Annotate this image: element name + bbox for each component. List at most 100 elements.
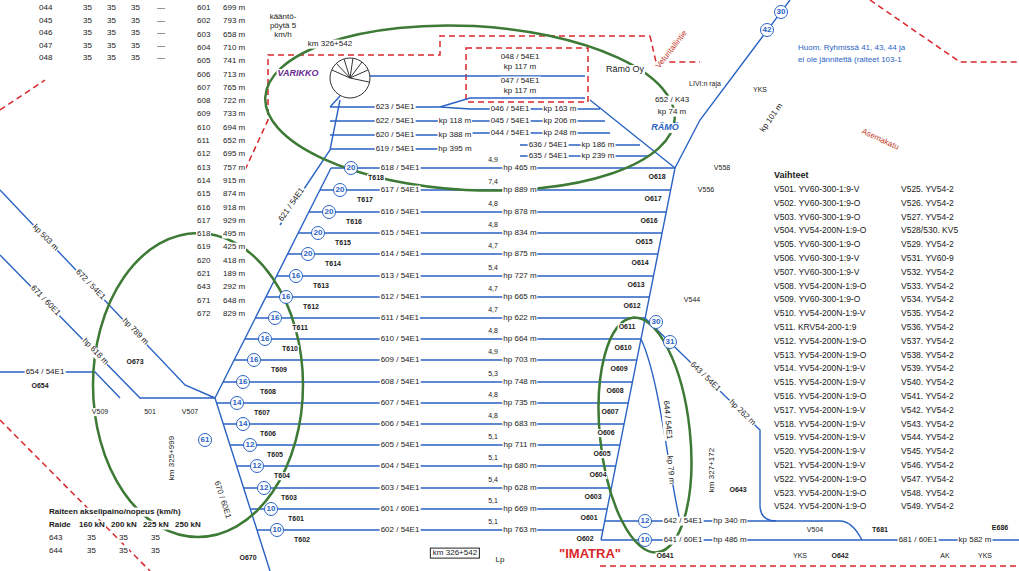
switch-list-entry: V529. YV54-2 (900, 241, 955, 250)
switch-list-entry: V523. YV54-200N-1:9-O (773, 489, 867, 498)
signal-name: O612 (622, 302, 641, 310)
load-table-cell: 35 (106, 29, 117, 38)
track-number-circle: 12 (257, 481, 271, 495)
track-length-entry: 613 (196, 163, 211, 172)
track-length-entry: 713 m (222, 70, 246, 79)
track-name: 642 / 54E1 (663, 517, 704, 526)
track-name: 045 / 54E1 (490, 117, 531, 126)
switch-list-entry: V537. YV54-2 (900, 337, 955, 346)
switch-name: V544 (683, 296, 701, 304)
marker: YKS (792, 552, 808, 560)
switch-list-entry: V543. YV54-2 (900, 420, 955, 429)
switch-list-entry: V549. YV54-2 (900, 503, 955, 512)
switch-list-heading: Vaihteet (773, 171, 810, 181)
signal-name: O604 (588, 471, 607, 479)
signal-name: O608 (605, 387, 624, 395)
axle-load-table-cell: 200 kN (110, 521, 138, 530)
load-table-cell: 35 (130, 29, 141, 38)
track-value: 4,8 (487, 327, 499, 335)
track-number-circle: 20 (344, 161, 358, 175)
track-name: 601 / 60E1 (380, 505, 421, 514)
track-length-entry: 189 m (222, 270, 246, 279)
track-number: 16 (271, 314, 280, 322)
track-number-circle: 31 (663, 335, 677, 349)
track-length-entry: 618 (196, 230, 211, 239)
track-number-circle: 42 (760, 23, 774, 37)
load-table-cell: — (156, 16, 166, 25)
switch-list-entry: V535. YV54-2 (900, 310, 955, 319)
track-number: 10 (641, 536, 650, 544)
track-length-entry: 425 m (222, 243, 246, 252)
switch-list-entry: V547. YV54-2 (900, 475, 955, 484)
track-length: hp 735 m (502, 399, 537, 408)
signal-name: T603 (280, 494, 298, 502)
track-number: 30 (652, 318, 661, 326)
signal-name: O614 (630, 259, 649, 267)
track-length-entry: 643 (196, 283, 211, 292)
track-value: 5,1 (487, 433, 499, 441)
track-number: 42 (763, 26, 772, 34)
track-number-circle: 30 (774, 5, 788, 19)
signal-name: O606 (596, 429, 615, 437)
track-name: 616 / 54E1 (380, 208, 421, 217)
load-table-cell: 35 (106, 16, 117, 25)
track-number: 30 (777, 8, 786, 16)
track-number: 20 (314, 229, 323, 237)
track-length: hp 669 m (502, 505, 537, 514)
signal-name: T681 (871, 526, 889, 534)
track-length-entry: 918 m (222, 203, 246, 212)
track-length-entry: 694 m (222, 123, 246, 132)
switch-list-entry: V538. YV54-2 (900, 351, 955, 360)
track-name: 046 / 54E1 (490, 105, 531, 114)
track-value: 5,1 (487, 518, 499, 526)
track-value: 4,8 (487, 221, 499, 229)
area-boundary (600, 565, 1019, 567)
switch-name: V556 (697, 186, 715, 194)
track-number-circle: 12 (638, 514, 652, 528)
track-length-entry: 671 (196, 296, 211, 305)
track-name: 619 / 54E1 (375, 145, 416, 154)
axle-load-table-cell: 35 (86, 547, 97, 556)
signal-name: O670 (238, 554, 257, 562)
track-number-circle: 20 (322, 205, 336, 219)
load-table-cell: 35 (106, 4, 117, 13)
kilometre-mark: km 325+999 (168, 435, 177, 481)
track-length-entry: 604 (196, 43, 211, 52)
track-length-entry: 603 (196, 30, 211, 39)
track-number-circle: 14 (230, 396, 244, 410)
switch-list-entry: V545. YV54-2 (900, 448, 955, 457)
track-length-entry: 741 m (222, 57, 246, 66)
track-length: hp 622 m (502, 314, 537, 323)
switch-list-entry: V513. YV54-200N-1:9-O (773, 351, 867, 360)
switch-list-entry: V548. YV54-2 (900, 489, 955, 498)
track-length-entry: 615 (196, 190, 211, 199)
track-length-entry: 722 m (222, 97, 246, 106)
signal-name: O642 (830, 552, 849, 560)
track-length: hp 486 m (712, 536, 747, 545)
turntable-spokes (332, 58, 369, 82)
load-table-cell: — (156, 54, 166, 63)
street-name: Veturitallintie (654, 29, 690, 72)
track-number-circle: 16 (236, 375, 250, 389)
track-number: 12 (260, 484, 269, 492)
track-name: 047 / 54E1 (500, 77, 541, 86)
switch-list-entry: V501. YV60-300-1:9-V (773, 185, 860, 194)
track-name: 652 / K43 (654, 96, 690, 105)
track-value: 7,4 (487, 178, 499, 186)
switch-name: V507 (181, 408, 199, 416)
switch-list-entry: V505. YV60-300-1:9-O (773, 241, 861, 250)
track-length-entry: 699 m (222, 4, 246, 13)
track-name: 606 / 54E1 (380, 420, 421, 429)
axle-load-table-cell: 35 (118, 534, 129, 543)
track-number: 61 (201, 436, 210, 444)
signal-name: O613 (626, 281, 645, 289)
track-value: 4,9 (487, 156, 499, 164)
track-number: 16 (292, 272, 301, 280)
track-length: kp 206 m (543, 117, 578, 126)
track-name: 643 / 54E1 (687, 360, 722, 395)
track-length-entry: 765 m (222, 83, 246, 92)
track-length-entry: 610 (196, 123, 211, 132)
axle-load-table-cell: 35 (118, 547, 129, 556)
signal-name: T608 (259, 388, 277, 396)
